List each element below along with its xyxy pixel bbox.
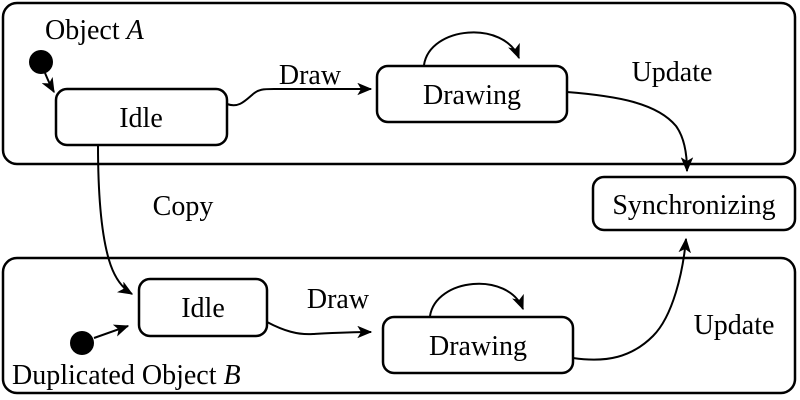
initial-arrow-b [93,324,130,339]
transition-copy-label: Copy [153,191,214,222]
state-drawing-a [375,64,569,124]
state-idle-b-label: Idle [181,293,225,324]
region-object-a [1,1,797,166]
region-object-a-label: Object A [45,15,145,46]
initial-arrow-a [41,72,55,94]
initial-state-a-dot [29,50,53,74]
state-idle-a [54,87,229,147]
transition-draw-a-arrow [226,82,373,107]
state-synchronizing-label: Synchronizing [612,190,775,221]
transition-draw-b-label: Draw [307,284,370,315]
transition-update-b-label: Update [694,310,775,341]
transition-update-a-arrow [566,91,694,173]
transition-update-b-arrow [572,237,691,361]
transition-copy-arrow [97,144,134,295]
region-object-b-label: Duplicated Object B [12,360,241,391]
state-drawing-b-label: Drawing [429,331,527,362]
transition-update-a-label: Update [632,57,713,88]
self-loop-drawing-a-arrow [423,31,520,66]
initial-state-b-dot [70,331,94,355]
region-a-label-text: Object [45,15,127,46]
region-object-b [1,256,797,395]
state-idle-b [137,277,269,338]
transition-draw-b-arrow [266,321,373,339]
state-drawing-b [381,315,575,375]
transition-draw-a-label: Draw [279,60,342,91]
self-loop-drawing-b-arrow [429,282,524,317]
state-drawing-a-label: Drawing [423,80,521,111]
region-b-label-italic: B [223,360,240,391]
state-idle-a-label: Idle [119,103,163,134]
state-synchronizing [591,175,797,232]
region-b-label-text: Duplicated Object [12,360,223,391]
region-a-label-italic: A [125,15,145,46]
